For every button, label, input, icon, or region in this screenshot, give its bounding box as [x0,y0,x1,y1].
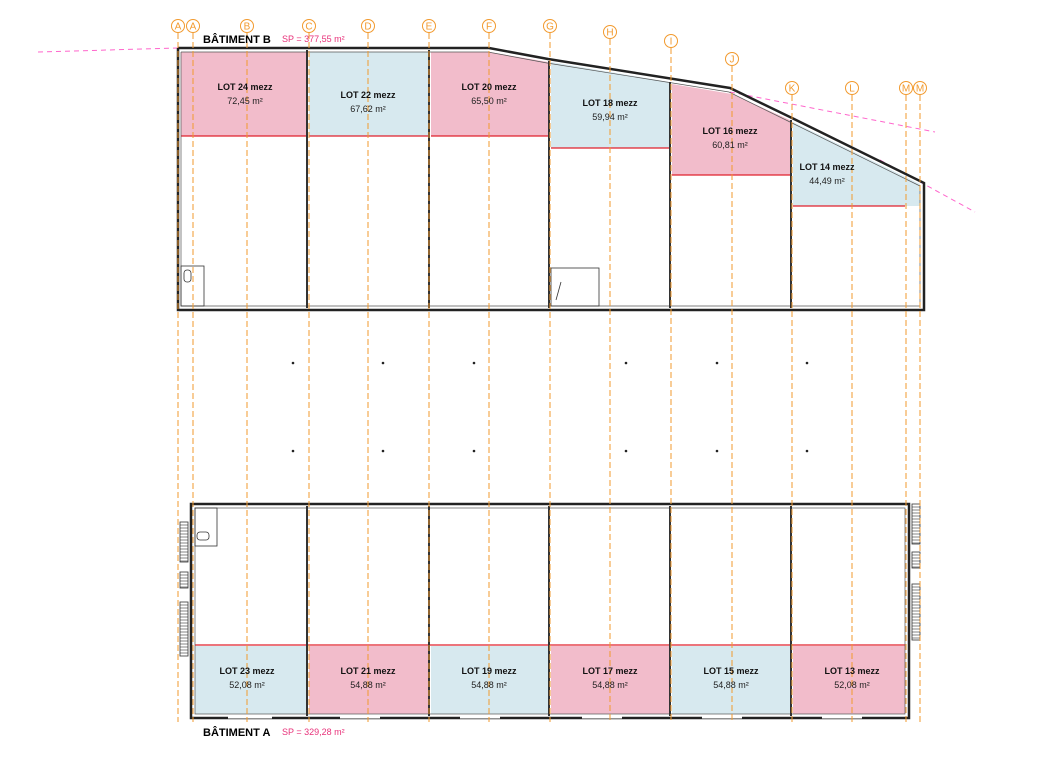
wc-toilet-a [196,531,210,541]
stair-block [179,521,189,563]
grid-axis-bubble [482,19,496,33]
lot-name-label: LOT 17 mezz [582,666,638,676]
lot-name-label: LOT 23 mezz [219,666,275,676]
lot-name-label: LOT 18 mezz [582,98,638,108]
stair-block [911,551,921,569]
grid-axis-label: B [244,22,251,33]
grid-axis-label: M [902,84,910,95]
lot-area-label: 44,49 m² [809,176,845,186]
property-line-west [37,47,179,53]
grid-axis-bubble [664,34,678,48]
building-a-title: BÂTIMENT A [203,726,270,739]
building-b-title: BÂTIMENT B [203,33,271,46]
grid-axis-label: M [916,84,924,95]
lot-name-label: LOT 24 mezz [217,82,273,92]
lot-name-label: LOT 20 mezz [461,82,517,92]
lot-area-label: 60,81 m² [712,140,748,150]
grid-axis-label: E [426,22,433,33]
exterior-stairs-east [911,503,921,641]
lot-area-label: 52,08 m² [229,680,265,690]
grid-axis-label: I [670,37,673,48]
column-dot [805,449,809,453]
lot-labels: LOT 24 mezz 72,45 m² LOT 22 mezz 67,62 m² LO… [217,82,880,690]
grid-axis-bubble [240,19,254,33]
lot-name-label: LOT 13 mezz [824,666,880,676]
exterior-stairs-west [179,521,189,657]
property-line-east-upper [729,91,936,133]
lot-fill-14 [793,122,920,206]
lot-fill-16 [672,84,790,175]
column-dot [472,361,476,365]
lot-fill-23 [195,646,306,714]
stair-hatching [180,506,920,654]
lot-area-label: 54,88 m² [592,680,628,690]
building-b [176,46,926,312]
lot-name-label: LOT 22 mezz [340,90,396,100]
lot-area-label: 59,94 m² [592,112,628,122]
grid-axis-bubble [913,81,927,95]
stair-mark-b [555,281,562,301]
lot-name-label: LOT 19 mezz [461,666,517,676]
stair-room-b [550,267,600,307]
lot-fill-13 [793,646,905,714]
column-dot [624,361,628,365]
grid-axis-label: A [190,22,197,33]
grid-axis-label: G [546,22,554,33]
grid-axis-label: H [606,28,613,39]
grid-axis-bubble [302,19,316,33]
grid-axis-bubble [899,81,913,95]
lot-name-label: LOT 21 mezz [340,666,396,676]
grid-axis-bubble [186,19,200,33]
courtyard-columns [291,361,809,453]
grid-axis-bubble [422,19,436,33]
lot-fill-24 [181,52,306,136]
lot-name-label: LOT 16 mezz [702,126,758,136]
column-dot [472,449,476,453]
lot-area-label: 67,62 m² [350,104,386,114]
grid-axis-bubble [603,25,617,39]
lot-area-label: 54,88 m² [350,680,386,690]
lot-name-label: LOT 14 mezz [799,162,855,172]
grid-axis-label: C [305,22,312,33]
grid-axis-bubble [785,81,799,95]
lot-area-label: 54,88 m² [713,680,749,690]
column-dot [291,449,295,453]
wc-toilet-b [183,269,192,283]
lot-area-label: 65,50 m² [471,96,507,106]
grid-axis-bubble [171,19,185,33]
stair-block [911,583,921,641]
building-b-surface: SP = 377,55 m² [282,34,345,44]
lot-area-label: 52,08 m² [834,680,870,690]
column-dot [624,449,628,453]
grid-axis-bubble [725,52,739,66]
column-dot [805,361,809,365]
lot-fill-15 [672,646,790,714]
building-a-surface: SP = 329,28 m² [282,727,345,737]
wc-room-a [194,507,218,547]
grid-axis-bubble [845,81,859,95]
lot-name-label: LOT 15 mezz [703,666,759,676]
column-dot [381,449,385,453]
column-dot [381,361,385,365]
grid-axis-bubble [361,19,375,33]
lot-fill-22 [309,52,428,136]
grid-axis-label: F [486,22,492,33]
lot-fill-20 [431,52,548,136]
lot-area-label: 72,45 m² [227,96,263,106]
grid-axis-label: J [730,55,735,66]
grid-axis-label: L [849,84,855,95]
grid-axis-label: K [789,84,796,95]
lot-area-label: 54,88 m² [471,680,507,690]
grid-axis-bubble [543,19,557,33]
grid-axis-label: A [175,22,182,33]
column-dot [291,361,295,365]
grid-axis-label: D [364,22,371,33]
column-dot [715,449,719,453]
column-dot [715,361,719,365]
building-a [179,502,921,720]
stair-block [179,571,189,589]
